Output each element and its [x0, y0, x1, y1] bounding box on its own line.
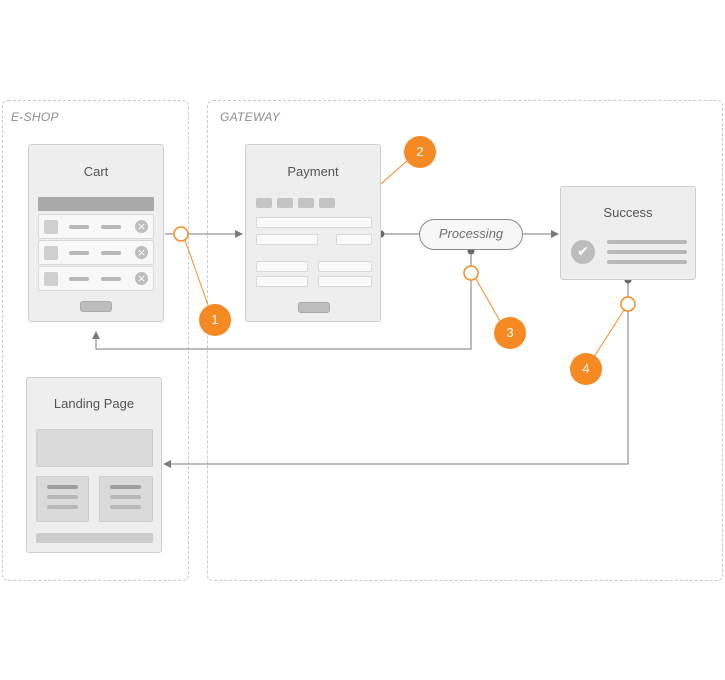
success-text-line: [607, 240, 687, 244]
callout-ring-1: [173, 226, 189, 242]
cart-title: Cart: [83, 164, 109, 179]
cart-screen: Cart × × ×: [28, 144, 164, 322]
remove-x-icon[interactable]: ×: [135, 246, 148, 259]
landing-card-text: [47, 495, 78, 499]
callout-ring-4: [620, 296, 636, 312]
payment-card-option[interactable]: [256, 198, 272, 208]
payment-field[interactable]: [318, 261, 372, 272]
callout-leader-3: [475, 278, 501, 322]
landing-page-screen: Landing Page: [26, 377, 162, 553]
cart-item-checkbox[interactable]: [44, 220, 58, 234]
arrow-processing-to-cart: [92, 251, 472, 350]
eshop-zone-label: E-SHOP: [11, 110, 59, 124]
cart-checkout-button[interactable]: [80, 301, 112, 312]
callout-leader-1: [184, 239, 209, 306]
cart-item-text: [69, 225, 89, 229]
step-badge-4: 4: [570, 353, 602, 385]
cart-item-checkbox[interactable]: [44, 272, 58, 286]
landing-card-text: [47, 485, 78, 489]
arrow-success-to-landing: [163, 280, 629, 468]
callout-leader-4: [593, 309, 625, 358]
success-title: Success: [603, 205, 653, 220]
eshop-zone: [2, 100, 189, 581]
landing-footer-bar: [36, 533, 153, 543]
success-screen: Success ✔: [560, 186, 696, 280]
payment-title: Payment: [287, 164, 339, 179]
landing-page-title: Landing Page: [53, 396, 135, 411]
callout-ring-3: [463, 265, 479, 281]
landing-card-text: [110, 485, 141, 489]
cart-item-text: [69, 251, 89, 255]
cart-header-bar: [38, 197, 154, 211]
cart-item-text: [101, 277, 121, 281]
payment-card-option[interactable]: [298, 198, 314, 208]
checkmark-icon: ✔: [571, 240, 595, 264]
cart-item-text: [101, 225, 121, 229]
cart-row: ×: [38, 266, 154, 291]
payment-name-field[interactable]: [256, 234, 318, 245]
payment-card-option[interactable]: [277, 198, 293, 208]
payment-field[interactable]: [256, 261, 308, 272]
cart-item-text: [69, 277, 89, 281]
step-badge-3: 3: [494, 317, 526, 349]
payment-card-option[interactable]: [319, 198, 335, 208]
step-badge-2: 2: [404, 136, 436, 168]
payment-submit-button[interactable]: [298, 302, 330, 313]
remove-x-icon[interactable]: ×: [135, 220, 148, 233]
cart-item-text: [101, 251, 121, 255]
payment-field[interactable]: [256, 276, 308, 287]
success-text-line: [607, 260, 687, 264]
payment-field[interactable]: [318, 276, 372, 287]
cart-row: ×: [38, 240, 154, 265]
processing-label: Processing: [438, 226, 504, 241]
cart-item-checkbox[interactable]: [44, 246, 58, 260]
landing-hero-banner: [36, 429, 153, 467]
success-text-line: [607, 250, 687, 254]
step-badge-1: 1: [199, 304, 231, 336]
cart-row: ×: [38, 214, 154, 239]
payment-screen: Payment: [245, 144, 381, 322]
landing-card-text: [110, 505, 141, 509]
landing-card-right[interactable]: [99, 476, 153, 522]
payment-card-number-field[interactable]: [256, 217, 372, 228]
landing-card-text: [110, 495, 141, 499]
payment-cvc-field[interactable]: [336, 234, 372, 245]
landing-card-text: [47, 505, 78, 509]
gateway-zone-label: GATEWAY: [220, 110, 281, 124]
remove-x-icon[interactable]: ×: [135, 272, 148, 285]
processing-state: Processing: [419, 219, 523, 250]
landing-card-left[interactable]: [36, 476, 89, 522]
gateway-zone: [207, 100, 723, 581]
